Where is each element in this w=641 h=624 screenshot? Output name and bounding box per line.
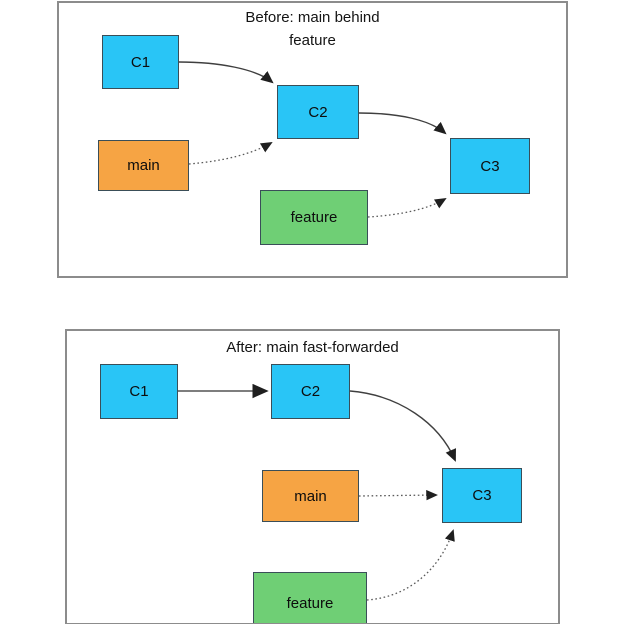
branch-node-main-label: main	[294, 487, 327, 505]
branch-node-feature-label: feature	[286, 594, 334, 612]
edge-feature-to-c3	[367, 198, 447, 218]
commit-node-c2: C2	[277, 85, 359, 139]
before-panel-title: Before: main behind feature	[59, 6, 566, 52]
before-title-line-2: feature	[289, 32, 336, 49]
commit-node-c2-label: C2	[300, 383, 321, 400]
commit-node-c1: C1	[100, 364, 178, 419]
branch-node-main: main	[262, 470, 359, 522]
commit-node-c1-label: C1	[130, 53, 151, 71]
edge-c1-to-c2	[178, 61, 274, 84]
branch-node-feature-label: feature	[290, 209, 338, 226]
edge-main-to-c3	[358, 489, 438, 501]
edge-feature-to-c3	[366, 529, 455, 601]
branch-node-main-label: main	[127, 157, 160, 174]
commit-node-c1: C1	[102, 35, 179, 89]
after-panel: After: main fast-forwarded C1 C2 main	[65, 329, 560, 624]
after-panel-title: After: main fast-forwarded	[67, 336, 558, 359]
edge-c2-to-c3	[349, 390, 456, 462]
commit-node-c1-label: C1	[129, 383, 149, 400]
commit-node-c3: C3	[450, 138, 530, 194]
commit-node-c2: C2	[271, 364, 350, 419]
before-title-line-1: Before: main behind	[245, 9, 380, 26]
commit-node-c3-label: C3	[480, 157, 500, 175]
branch-node-main: main	[98, 140, 189, 191]
branch-node-feature: feature	[253, 572, 367, 623]
commit-node-c3-label: C3	[472, 487, 492, 504]
after-title-line-1: After: main fast-forwarded	[226, 339, 399, 356]
before-panel: Before: main behind feature C1 C2	[57, 1, 568, 278]
edge-main-to-c2	[188, 142, 273, 165]
edge-c2-to-c3	[358, 112, 447, 135]
commit-node-c3: C3	[442, 468, 522, 523]
branch-node-feature: feature	[260, 190, 368, 245]
commit-node-c2-label: C2	[308, 103, 328, 121]
